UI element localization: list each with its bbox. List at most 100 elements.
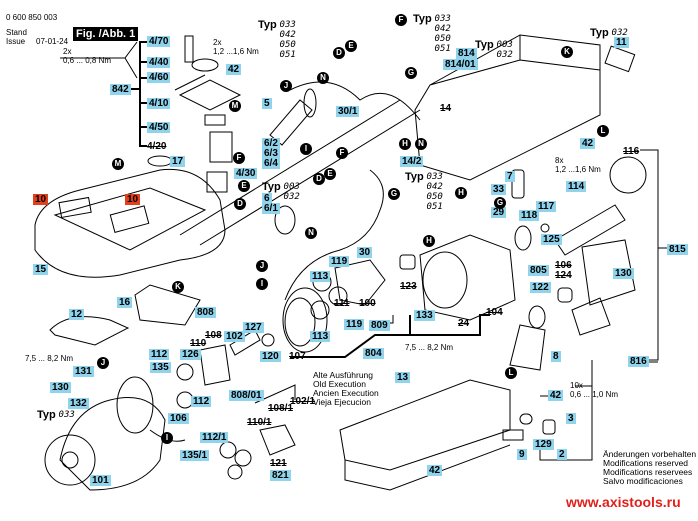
torque-spec: 7,5 ... 8,2 Nm: [25, 354, 73, 363]
part-callout[interactable]: 120: [260, 351, 281, 362]
part-callout[interactable]: 10: [33, 194, 49, 205]
connector-letter-7: I: [300, 143, 312, 155]
part-callout[interactable]: 106: [168, 413, 189, 424]
torque-line: 7,5 ... 8,2 Nm: [405, 343, 454, 352]
watermark-url[interactable]: www.axistools.ru: [566, 494, 681, 510]
part-callout[interactable]: 114: [566, 181, 587, 192]
part-callout[interactable]: 4/70: [147, 36, 171, 47]
part-callout[interactable]: 6/4: [262, 158, 280, 169]
part-callout[interactable]: 30/1: [336, 106, 360, 117]
part-callout[interactable]: 6/3: [262, 148, 280, 159]
part-callout[interactable]: 117: [536, 201, 557, 212]
part-callout[interactable]: 7: [505, 171, 515, 182]
part-callout[interactable]: 130: [50, 382, 71, 393]
part-callout[interactable]: 13: [395, 372, 411, 383]
part-callout[interactable]: 821: [270, 470, 291, 481]
part-callout[interactable]: 6: [262, 193, 272, 204]
part-callout[interactable]: 4/50: [147, 122, 171, 133]
part-callout[interactable]: 42: [548, 390, 564, 401]
part-callout[interactable]: 129: [533, 439, 554, 450]
connector-letter-23: H: [423, 235, 435, 247]
part-callout[interactable]: 9: [517, 449, 527, 460]
part-callout[interactable]: 30: [357, 247, 373, 258]
obsolete-part-number: 104: [486, 307, 503, 318]
part-callout[interactable]: 4/30: [234, 168, 258, 179]
part-callout[interactable]: 11: [614, 37, 629, 48]
typ-code: 003: [283, 182, 300, 192]
part-callout[interactable]: 125: [541, 234, 562, 245]
part-callout[interactable]: 842: [110, 84, 131, 95]
typ-label: Typ: [405, 171, 424, 183]
part-callout[interactable]: 4/10: [147, 98, 171, 109]
part-callout[interactable]: 119: [344, 319, 365, 330]
part-callout[interactable]: 15: [33, 264, 49, 275]
part-callout[interactable]: 815: [667, 244, 688, 255]
part-callout[interactable]: 12: [69, 309, 85, 320]
part-callout[interactable]: 3: [566, 413, 576, 424]
part-callout[interactable]: 808: [195, 307, 216, 318]
part-callout[interactable]: 814: [456, 48, 477, 59]
part-callout[interactable]: 126: [180, 349, 201, 360]
part-callout[interactable]: 816: [628, 356, 649, 367]
part-callout[interactable]: 8: [551, 351, 561, 362]
part-callout[interactable]: 6/1: [262, 203, 280, 214]
part-callout[interactable]: 101: [90, 475, 111, 486]
part-callout[interactable]: 102: [224, 331, 245, 342]
part-callout[interactable]: 29: [491, 207, 507, 218]
type-variant-block: Typ 033: [37, 410, 75, 421]
part-callout[interactable]: 113: [310, 331, 331, 342]
part-callout[interactable]: 135: [150, 362, 171, 373]
note-line: Vieja Ejecucion: [313, 397, 371, 407]
part-callout[interactable]: 809: [369, 320, 390, 331]
part-callout[interactable]: 118: [519, 210, 540, 221]
part-callout[interactable]: 2: [557, 449, 567, 460]
part-callout[interactable]: 10: [125, 194, 141, 205]
part-callout[interactable]: 42: [580, 138, 596, 149]
part-callout[interactable]: 4/60: [147, 72, 171, 83]
obsolete-part-number: 110: [190, 338, 207, 349]
typ-code: 033: [279, 20, 296, 30]
connector-letter-6: M: [229, 100, 241, 112]
part-callout[interactable]: 16: [117, 297, 133, 308]
part-callout[interactable]: 119: [329, 256, 350, 267]
typ-code: 033: [434, 14, 451, 24]
typ-code: 032: [283, 192, 300, 202]
issue-date: 07-01-24: [36, 37, 69, 46]
part-callout[interactable]: 113: [310, 271, 331, 282]
connector-letter-13: F: [233, 152, 245, 164]
torque-line: 8x: [555, 156, 564, 165]
connector-letter-19: G: [388, 188, 400, 200]
part-callout[interactable]: 14/2: [400, 156, 424, 167]
note-line: Modifications reservees: [603, 467, 693, 477]
connector-letter-4: G: [405, 67, 417, 79]
part-callout[interactable]: 112: [149, 349, 170, 360]
part-callout[interactable]: 112: [191, 396, 212, 407]
part-callout[interactable]: 133: [414, 310, 435, 321]
part-callout[interactable]: 131: [73, 366, 94, 377]
part-callout[interactable]: 4/40: [147, 57, 171, 68]
part-callout[interactable]: 6/2: [262, 138, 280, 149]
part-callout[interactable]: 808/01: [229, 390, 264, 401]
part-callout[interactable]: 135/1: [180, 450, 210, 461]
part-callout[interactable]: 132: [68, 398, 89, 409]
note-line: Änderungen vorbehalten: [603, 449, 697, 459]
part-callout[interactable]: 17: [170, 156, 186, 167]
part-callout[interactable]: 127: [243, 322, 264, 333]
part-callout[interactable]: 42: [226, 64, 242, 75]
part-callout[interactable]: 814/01: [443, 59, 478, 70]
part-callout[interactable]: 5: [262, 98, 272, 109]
part-callout[interactable]: 130: [613, 268, 634, 279]
connector-letter-17: E: [324, 168, 336, 180]
typ-code: 033: [426, 172, 443, 182]
part-callout[interactable]: 33: [491, 184, 507, 195]
part-callout[interactable]: 42: [427, 465, 443, 476]
connector-letter-25: G: [494, 197, 506, 209]
part-callout[interactable]: 122: [530, 282, 551, 293]
torque-line: 0,6 ... 0,8 Nm: [63, 56, 112, 65]
part-callout[interactable]: 805: [528, 265, 549, 276]
part-callout[interactable]: 112/1: [200, 432, 229, 443]
part-callout[interactable]: 804: [363, 348, 384, 359]
